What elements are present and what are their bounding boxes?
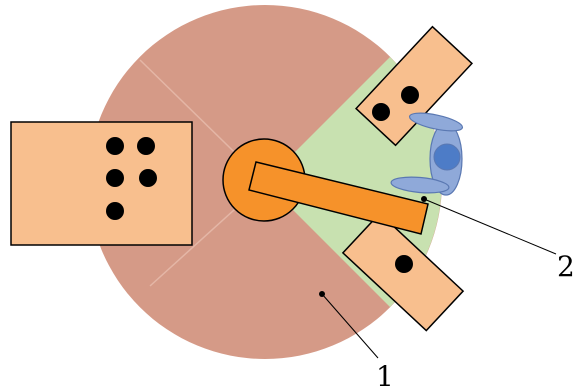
part-dot bbox=[106, 169, 124, 187]
left-work-table bbox=[10, 121, 193, 246]
part-dot bbox=[401, 86, 419, 104]
human-operator-icon bbox=[390, 112, 464, 196]
callout-label-1: 1 bbox=[376, 360, 394, 392]
part-dot bbox=[106, 137, 124, 155]
part-dot bbox=[137, 137, 155, 155]
left-table-parts bbox=[106, 137, 157, 220]
part-dot bbox=[139, 169, 157, 187]
robot-arm-icon bbox=[222, 138, 429, 235]
part-dot bbox=[372, 103, 390, 121]
part-dot bbox=[106, 202, 124, 220]
operator-head bbox=[433, 143, 461, 171]
part-dot bbox=[395, 255, 413, 273]
callout-label-2: 2 bbox=[557, 250, 574, 283]
leader-line-1 bbox=[321, 293, 379, 359]
operator-arm-lower bbox=[390, 176, 450, 194]
robot-arm-link bbox=[248, 161, 429, 235]
operator-arm-upper bbox=[408, 112, 464, 132]
leader-line-2 bbox=[423, 198, 557, 255]
